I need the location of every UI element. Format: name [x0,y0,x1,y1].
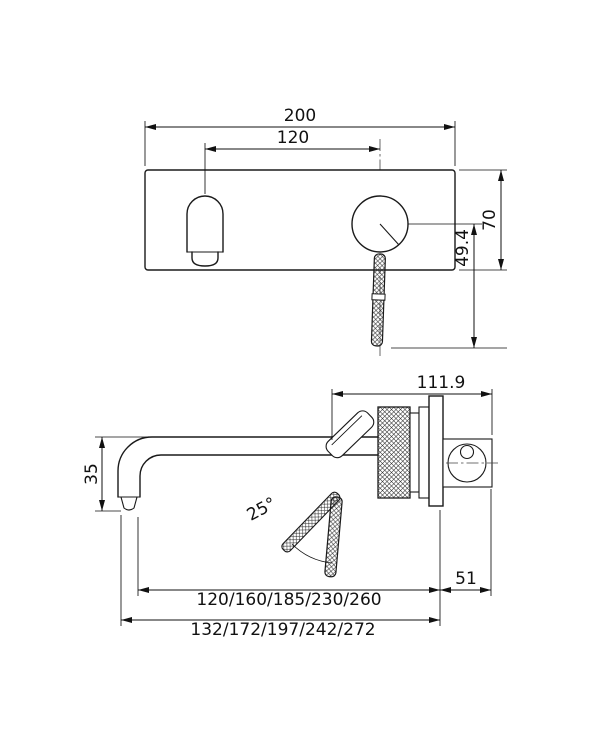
dim-handle-angle-label: 25° [244,494,280,526]
handle-pivot-line [379,223,400,246]
handle-up-detail-line [331,415,363,446]
dim-spout-reach: 120/160/185/230/260 132/172/197/242/272 … [120,489,492,640]
swing-angle-arc [291,543,333,564]
handle-swung-body [281,491,341,553]
dim-depth-to-wall: 111.9 [331,373,493,440]
handle-up-body [325,410,375,459]
dim-overall-reach-label: 132/172/197/242/272 [190,620,375,640]
wall-plate-side [428,395,444,507]
handle-down-body [324,496,343,578]
spout-inner-profile [139,454,379,498]
dim-handle-drop-label: 49.4 [453,229,473,267]
dim-overall-width: 200 [144,106,456,166]
dim-spout-drop-label: 35 [82,463,102,485]
knurled-cartridge [377,406,411,499]
spout-outer-profile [117,436,379,498]
dim-plate-height: 70 [459,169,507,271]
aerator-tip [120,496,138,511]
dim-depth-to-wall-label: 111.9 [417,373,466,393]
collar-ring-inner [409,412,420,493]
spout-front-outline [186,195,224,253]
handle-down-position [324,496,343,578]
dim-spout-to-handle: 120 [204,128,380,194]
dim-behind-wall-depth-label: 51 [455,569,477,589]
dim-plate-height-label: 70 [480,209,500,231]
dim-spout-drop: 35 [82,436,149,512]
dim-handle-drop: 49.4 [391,223,507,349]
handle-swung-position [281,491,341,553]
handle-up-position [325,410,375,459]
dim-spout-to-handle-label: 120 [277,128,309,148]
inlet-port-circle [459,444,475,460]
side-view: 25° 111.9 35 120/160/185/230/260 132/172… [82,373,498,640]
front-view: 200 120 70 49.4 [144,106,507,359]
lever-ring [371,293,386,301]
dim-overall-width-label: 200 [284,106,316,126]
collar-ring-outer [418,406,430,499]
spout-tip-front [191,251,219,267]
dim-spout-reach-label: 120/160/185/230/260 [196,590,381,610]
handle-lever-front [370,253,386,347]
